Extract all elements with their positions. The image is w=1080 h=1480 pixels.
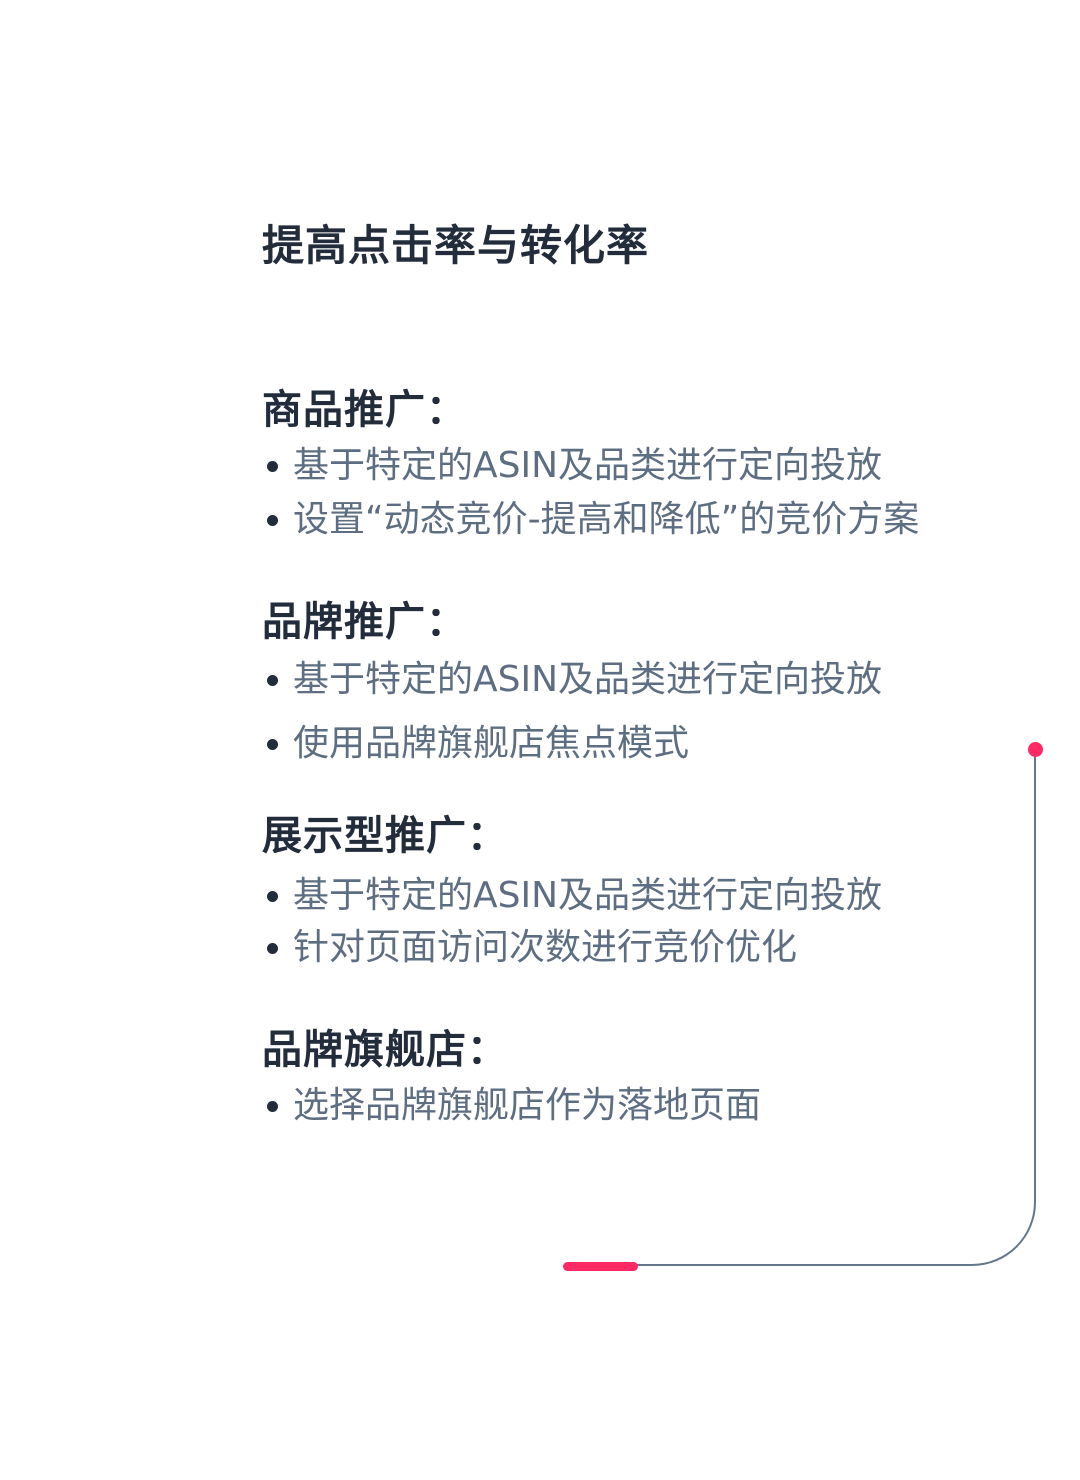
list-item: 基于特定的ASIN及品类进行定向投放 — [262, 872, 882, 920]
section-heading: 品牌推广： — [262, 599, 467, 645]
section-sponsored-brands: 品牌推广： 基于特定的ASIN及品类进行定向投放 使用品牌旗舰店焦点模式 — [262, 596, 882, 768]
section-heading: 展示型推广： — [262, 813, 508, 859]
section-heading: 品牌旗舰店： — [262, 1027, 508, 1073]
decorative-dot-icon — [1028, 742, 1043, 757]
list-item-text: 基于特定的ASIN及品类进行定向投放 — [293, 875, 883, 916]
bullet-icon — [267, 514, 278, 526]
list-item: 针对页面访问次数进行竞价优化 — [262, 924, 882, 972]
bullet-icon — [267, 1100, 278, 1112]
list-item: 基于特定的ASIN及品类进行定向投放 — [262, 442, 919, 490]
list-item-text: 基于特定的ASIN及品类进行定向投放 — [293, 659, 883, 700]
list-item: 使用品牌旗舰店焦点模式 — [262, 720, 882, 768]
bullet-icon — [267, 460, 278, 472]
list-item-text: 使用品牌旗舰店焦点模式 — [293, 723, 690, 764]
decorative-rounded-corner — [970, 1200, 1036, 1266]
section-sponsored-display: 展示型推广： 基于特定的ASIN及品类进行定向投放 针对页面访问次数进行竞价优化 — [262, 810, 882, 972]
decorative-horizontal-line — [630, 1264, 972, 1266]
section-brand-store: 品牌旗舰店： 选择品牌旗舰店作为落地页面 — [262, 1024, 761, 1130]
list-item: 选择品牌旗舰店作为落地页面 — [262, 1082, 761, 1130]
bullet-icon — [267, 890, 278, 902]
decorative-vertical-line — [1034, 756, 1036, 1202]
list-item-text: 基于特定的ASIN及品类进行定向投放 — [293, 445, 883, 486]
list-item-text: 选择品牌旗舰店作为落地页面 — [293, 1085, 762, 1126]
decorative-accent-pill — [563, 1262, 638, 1271]
bullet-icon — [267, 942, 278, 954]
list-item: 设置“动态竞价-提高和降低”的竞价方案 — [262, 496, 919, 544]
page-title: 提高点击率与转化率 — [262, 221, 650, 270]
list-item-text: 针对页面访问次数进行竞价优化 — [293, 927, 798, 968]
bullet-icon — [267, 674, 278, 686]
section-sponsored-products: 商品推广： 基于特定的ASIN及品类进行定向投放 设置“动态竞价-提高和降低”的… — [262, 384, 919, 544]
section-heading: 商品推广： — [262, 387, 467, 433]
list-item-text: 设置“动态竞价-提高和降低”的竞价方案 — [293, 499, 920, 540]
bullet-icon — [267, 738, 278, 750]
list-item: 基于特定的ASIN及品类进行定向投放 — [262, 656, 882, 704]
